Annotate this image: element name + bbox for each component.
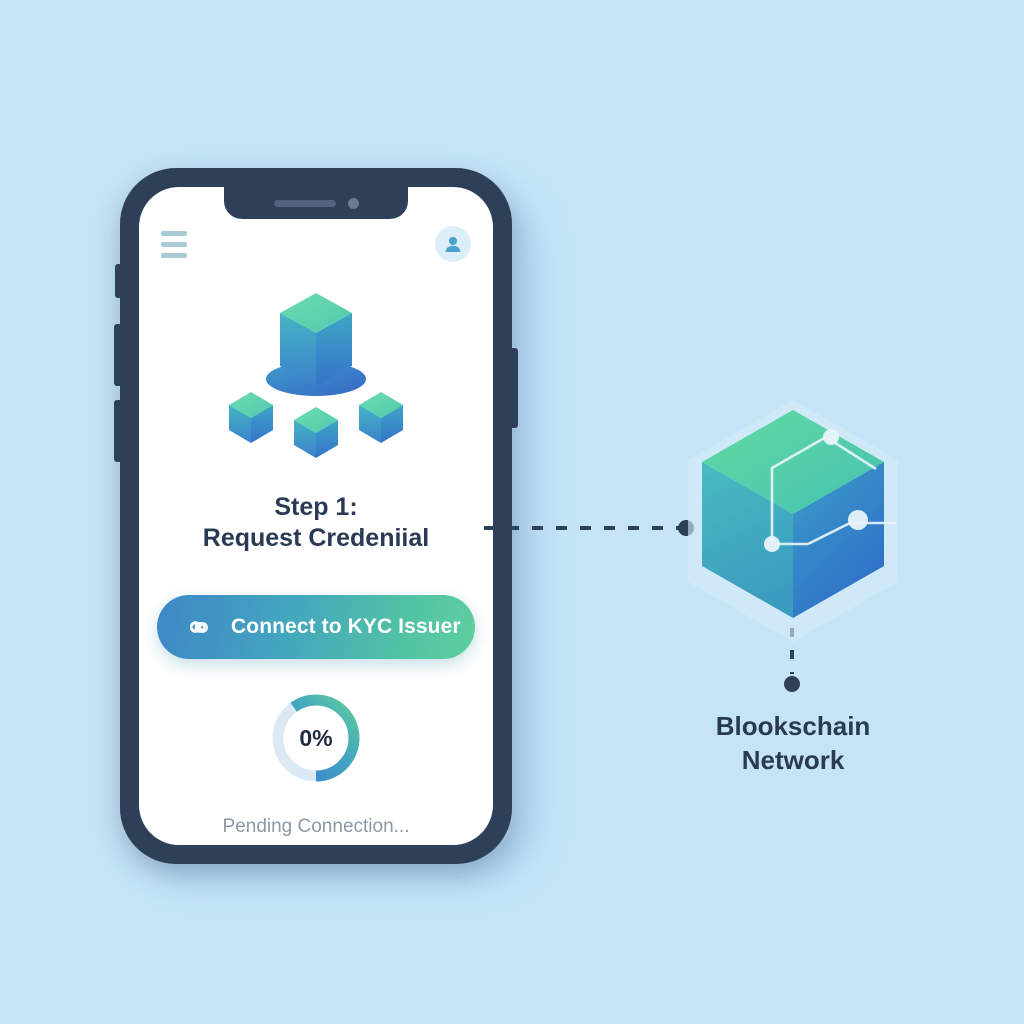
phone-to-network-link <box>484 520 694 536</box>
cube-right-face <box>793 462 884 618</box>
phone-notch <box>224 187 408 219</box>
network-label: Blookschain Network <box>658 710 928 778</box>
cube-nodes <box>764 429 868 552</box>
link-knot-icon <box>190 621 208 633</box>
phone-power-button[interactable] <box>510 348 518 428</box>
network-label-line2: Network <box>741 744 845 775</box>
blockchain-network-cube <box>688 400 898 642</box>
network-label-line1: Blookschain <box>715 711 871 741</box>
front-camera-icon <box>347 197 359 209</box>
cta-button-label: Connect to KYC Issuer <box>231 615 461 638</box>
step-title-line1: Step 1: <box>274 493 358 521</box>
phone-volume-up-button[interactable] <box>114 324 122 386</box>
phone-silent-switch[interactable] <box>115 264 122 298</box>
menu-bar-3 <box>161 252 187 258</box>
user-avatar-icon[interactable] <box>435 226 471 262</box>
progress-ring-svg <box>272 694 360 782</box>
phone-screen: Step 1: Request Credeniial Connect to KY… <box>139 187 493 845</box>
connect-to-kyc-issuer-button[interactable]: Connect to KYC Issuer <box>157 595 475 659</box>
menu-bar-1 <box>161 230 187 236</box>
step-title-line2: Request Credeniial <box>202 523 430 552</box>
earpiece-speaker <box>273 199 336 207</box>
connection-progress-block: 0% Pending Connection... <box>139 690 493 838</box>
menu-bar-2 <box>161 241 187 247</box>
isometric-blockchain-illustration <box>139 279 493 459</box>
app-top-bar <box>139 217 493 271</box>
phone-device: Step 1: Request Credeniial Connect to KY… <box>114 168 518 864</box>
hamburger-menu-icon[interactable] <box>161 230 187 258</box>
progress-percent-label: 0% <box>299 724 333 751</box>
phone-volume-down-button[interactable] <box>114 400 122 462</box>
page-title: Step 1: Request Credeniial <box>139 492 493 553</box>
blockchain-network-group: Blookschain Network <box>668 392 918 812</box>
progress-ring: 0% <box>268 690 364 786</box>
blockchain-illustration-svg <box>229 293 403 458</box>
cube-left-face <box>702 462 793 618</box>
avatar-glyph <box>445 236 461 252</box>
connection-status-text: Pending Connection... <box>222 816 410 837</box>
